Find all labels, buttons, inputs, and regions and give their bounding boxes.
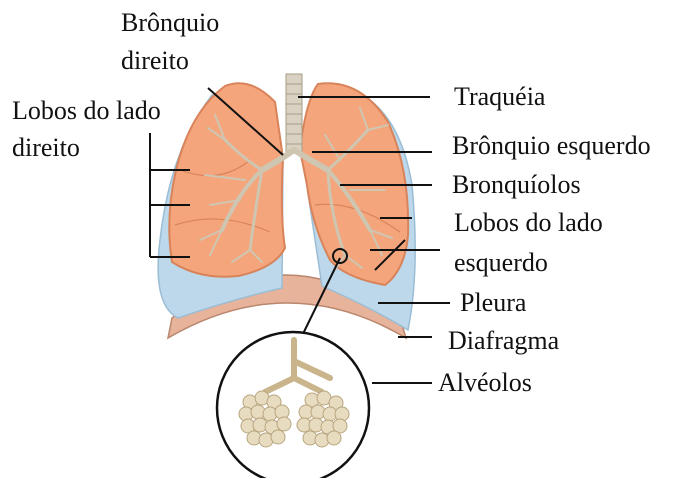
label-bronquio-direito-line2: direito xyxy=(121,44,189,78)
label-bronquio-direito-line1: Brônquio xyxy=(121,6,219,40)
label-pleura: Pleura xyxy=(460,286,526,320)
trachea xyxy=(286,74,302,152)
label-lobos-direito-line2: direito xyxy=(12,131,80,165)
right-lung xyxy=(169,83,285,277)
label-traqueia: Traquéia xyxy=(454,80,545,114)
label-lobos-esquerdo-line1: Lobos do lado xyxy=(454,206,603,240)
label-lobos-direito-line1: Lobos do lado xyxy=(12,94,161,128)
label-bronquio-esquerdo: Brônquio esquerdo xyxy=(452,129,651,163)
label-diafragma: Diafragma xyxy=(448,324,559,358)
label-lobos-esquerdo-line2: esquerdo xyxy=(454,246,548,280)
label-bronquiolos: Bronquíolos xyxy=(452,168,581,202)
label-alveolos: Alvéolos xyxy=(438,366,532,400)
